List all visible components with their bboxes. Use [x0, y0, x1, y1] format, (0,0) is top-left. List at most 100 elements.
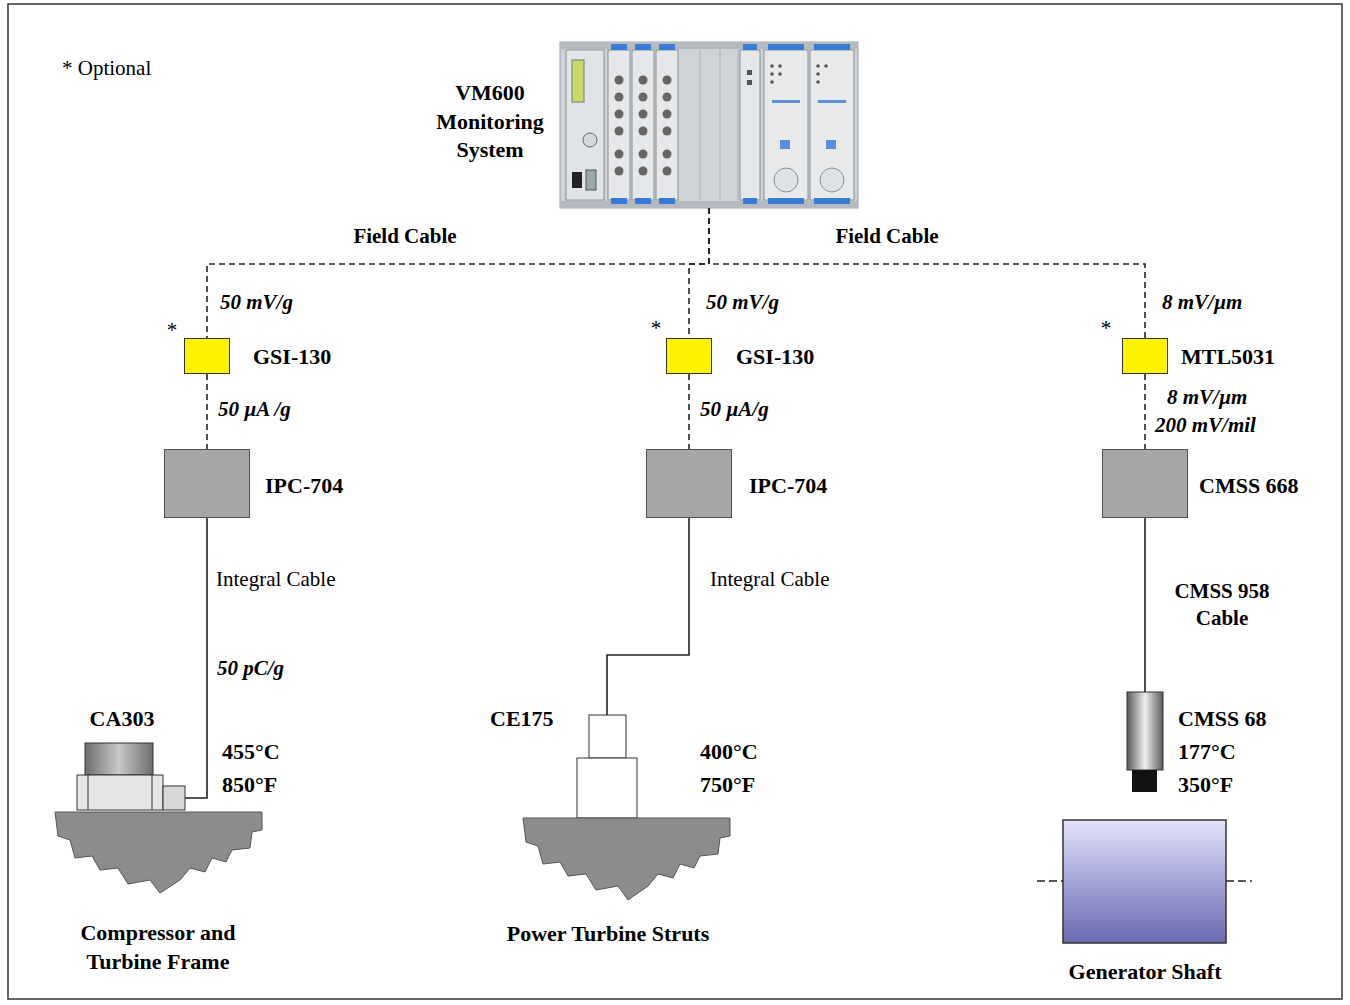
port [572, 172, 582, 188]
converter-box: IPC-704 [646, 449, 732, 518]
annotation-label: * [651, 315, 662, 342]
io-slot-part [639, 76, 648, 85]
node-label: CMSS 668 [1199, 472, 1299, 501]
annotation-label: 177°C [1178, 738, 1236, 767]
monitoring-rack: VM600 Monitoring System [560, 42, 858, 208]
io-slot-part [611, 198, 627, 204]
port [586, 170, 596, 190]
probe-tip [1132, 770, 1157, 792]
cpu-module [566, 50, 604, 200]
rack-illustration [560, 42, 858, 208]
node-label: IPC-704 [265, 472, 343, 501]
comm-module-part [778, 64, 782, 68]
io-slot-part [639, 167, 648, 176]
io-slot-part [635, 44, 651, 50]
cable-line [607, 518, 689, 715]
io-slot-part [663, 127, 672, 136]
keypad [583, 133, 597, 147]
io-slot-part [639, 110, 648, 119]
io-slot-part [663, 150, 672, 159]
relay-module-part [747, 70, 752, 75]
comm-module-part [814, 44, 850, 50]
machine-strut [523, 818, 730, 900]
empty-slots [700, 50, 738, 200]
cable-line [688, 374, 690, 449]
io-slot-part [615, 110, 624, 119]
io-slot-part [632, 50, 654, 200]
empty-slots-part [738, 50, 739, 200]
lcd-display [572, 60, 584, 102]
comm-module-part [816, 80, 820, 84]
io-slot-part [659, 198, 675, 204]
annotation-label: 350°F [1178, 771, 1233, 800]
io-slot [632, 44, 654, 204]
comm-module-part [780, 140, 790, 149]
annotation-label: Compressor and Turbine Frame [58, 919, 258, 976]
relay-module-part [747, 80, 752, 85]
sensor-edge [88, 775, 89, 810]
node-label: VM600 Monitoring System [425, 79, 555, 165]
node-label: GSI-130 [736, 343, 814, 372]
cable-line [709, 208, 1145, 338]
annotation-label: 200 mV/mil [1155, 412, 1256, 439]
comm-module-part [778, 72, 782, 76]
node-label: IPC-704 [749, 472, 827, 501]
node-label: MTL5031 [1181, 343, 1275, 372]
cable-line [207, 208, 709, 338]
io-slot-part [639, 93, 648, 102]
annotation-label: 8 mV/µm [1167, 384, 1247, 411]
io-slot-part [663, 93, 672, 102]
annotation-label: 850°F [222, 771, 277, 800]
comm-module-part [818, 100, 846, 103]
io-slot-part [663, 167, 672, 176]
node-label: GSI-130 [253, 343, 331, 372]
comm-module-part [764, 50, 808, 200]
comm-module-part [826, 140, 836, 149]
cable-label: Field Cable [353, 223, 456, 250]
comm-module-part [816, 64, 820, 68]
barrier-box: GSI-130 [666, 338, 712, 374]
barrier-box: GSI-130 [184, 338, 230, 374]
sensor-edge [152, 775, 153, 810]
cable-line [185, 518, 207, 798]
comm-module-part [810, 50, 854, 200]
io-slot-part [615, 93, 624, 102]
comm-module-part [770, 80, 774, 84]
relay-module-part [743, 198, 757, 204]
generator-shaft [1037, 820, 1252, 943]
sensor-body [577, 758, 637, 818]
comm-module-part [768, 198, 804, 204]
comm-module [764, 44, 808, 204]
rack-body [560, 42, 858, 208]
cable-label: Integral Cable [216, 566, 336, 593]
comm-module-part [816, 72, 820, 76]
frame-border [8, 4, 1342, 999]
annotation-label: 50 µA /g [218, 396, 291, 423]
comm-module [810, 44, 854, 204]
cable-label: Integral Cable [710, 566, 830, 593]
io-slot-part [615, 150, 624, 159]
annotation-label: 50 mV/g [220, 289, 293, 316]
io-slot-part [615, 167, 624, 176]
annotation-label: * Optional [62, 55, 151, 82]
io-slot-part [608, 50, 630, 200]
comm-module-part [814, 198, 850, 204]
cable-line [1144, 518, 1146, 692]
shaft-cylinder [1063, 820, 1226, 943]
comm-module-part [772, 100, 800, 103]
rack-rail [560, 201, 858, 208]
annotation-label: 400°C [700, 738, 758, 767]
io-slot-part [656, 50, 678, 200]
annotation-label: Power Turbine Struts [507, 920, 710, 949]
sensor-connector [163, 786, 185, 810]
io-slot-part [663, 76, 672, 85]
node-label: CMSS 68 [1178, 705, 1267, 734]
sensor-node: CA303 [77, 743, 185, 810]
cable-label: Field Cable [835, 223, 938, 250]
relay-module-part [743, 44, 757, 50]
sensor-top [589, 715, 626, 758]
annotation-label: 750°F [700, 771, 755, 800]
node-label: CE175 [490, 705, 554, 734]
sensor-base [77, 775, 163, 810]
empty-slots-part [720, 50, 721, 200]
